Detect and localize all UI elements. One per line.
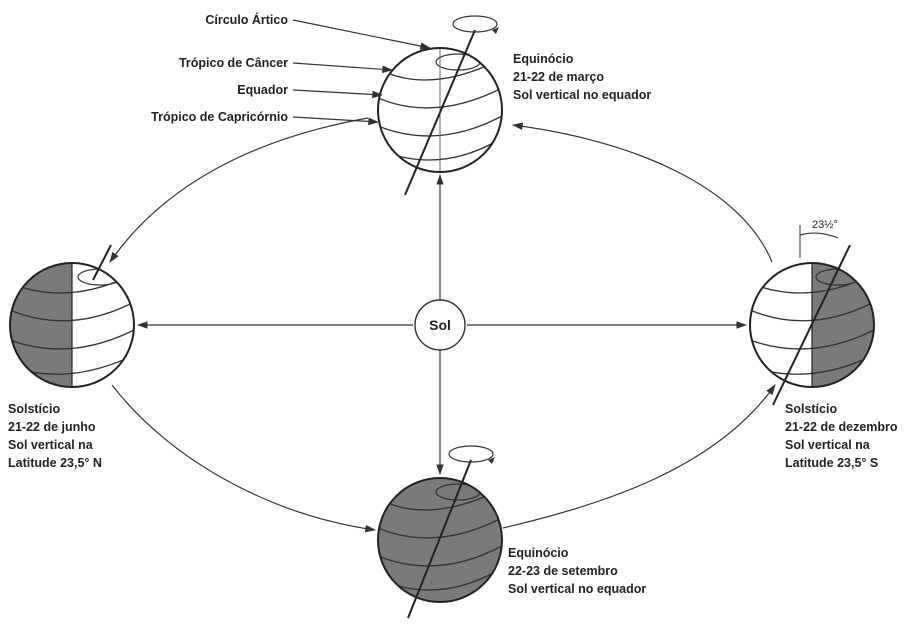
orbit-arc-september-to-december: [502, 384, 776, 529]
axis-september: [407, 459, 472, 619]
svg-text:Equinócio: Equinócio: [513, 52, 574, 66]
svg-text:21-22 de dezembro: 21-22 de dezembro: [785, 420, 898, 434]
globe-september-equinox: [377, 445, 503, 619]
orbit-arc-march-to-june: [109, 117, 369, 263]
svg-text:Latitude 23,5° S: Latitude 23,5° S: [785, 456, 878, 470]
svg-text:Sol vertical no equador: Sol vertical no equador: [513, 88, 651, 102]
axis-december: [772, 244, 851, 406]
svg-text:Sol vertical na: Sol vertical na: [8, 438, 94, 452]
label-tropic-capricorn: Trópico de Capricórnio: [151, 110, 288, 124]
caption-march: Equinócio 21-22 de março Sol vertical no…: [513, 52, 651, 102]
svg-text:Sol vertical no equador: Sol vertical no equador: [508, 582, 646, 596]
orbit-arc-june-to-september: [111, 384, 377, 533]
svg-text:Solstício: Solstício: [8, 402, 60, 416]
svg-text:22-23 de setembro: 22-23 de setembro: [508, 564, 618, 578]
label-tropic-cancer: Trópico de Câncer: [179, 56, 288, 70]
tilt-angle-label: 23½°: [812, 219, 838, 231]
caption-december: Solstício 21-22 de dezembro Sol vertical…: [785, 402, 898, 470]
svg-text:21-22 de junho: 21-22 de junho: [8, 420, 96, 434]
globe-december-solstice: 23½°: [749, 219, 875, 406]
svg-text:Sol vertical na: Sol vertical na: [785, 438, 871, 452]
svg-text:Latitude 23,5° N: Latitude 23,5° N: [8, 456, 102, 470]
caption-june: Solstício 21-22 de junho Sol vertical na…: [8, 402, 102, 470]
globe-pointers: [292, 19, 432, 126]
orbit-path: [109, 117, 776, 533]
globe-march-equinox: [377, 15, 503, 196]
orbit-arc-december-to-march: [511, 122, 773, 263]
svg-text:Solstício: Solstício: [785, 402, 837, 416]
axis-march: [404, 29, 476, 196]
axis-june: [92, 244, 112, 281]
label-equator: Equador: [237, 83, 288, 97]
svg-text:21-22 de março: 21-22 de março: [513, 70, 604, 84]
svg-text:Equinócio: Equinócio: [508, 546, 569, 560]
label-arctic-circle: Círculo Ártico: [205, 12, 288, 27]
sun-label: Sol: [429, 317, 451, 333]
sun-rays: [136, 173, 748, 476]
globe-june-solstice: [9, 244, 135, 388]
caption-september: Equinócio 22-23 de setembro Sol vertical…: [508, 546, 646, 596]
sun: Sol: [414, 299, 466, 351]
